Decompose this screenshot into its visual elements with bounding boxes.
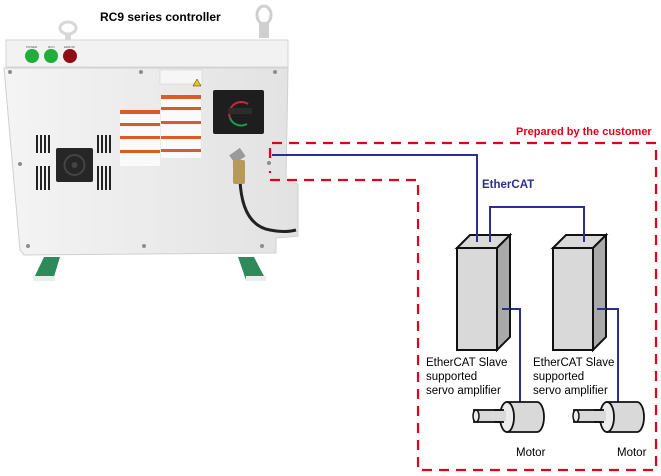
ethercat-line-amp1-to-amp2 [489,206,585,237]
vent-left [36,135,50,190]
warning-labels [120,69,203,166]
svg-text:ERROR: ERROR [64,45,76,49]
motor-1 [472,401,545,433]
controller-feet [33,257,266,281]
amp2-label-line1: EtherCAT Slave [533,357,614,369]
motor-2 [572,401,645,433]
svg-text:RUN: RUN [48,45,55,49]
rc9-controller: POWER RUN ERROR [3,4,299,281]
indicator-power: POWER [25,45,39,63]
ethercat-connector [229,147,297,233]
controller-title: RC9 series controller [100,10,221,24]
indicator-run: RUN [44,45,58,63]
screws [8,70,277,248]
vent-right [97,135,111,190]
amp1-label-line3: servo amplifier [426,385,501,397]
amp1-label-line2: supported [426,371,477,383]
amp2-label-line2: supported [533,371,584,383]
amp2-label-line3: servo amplifier [533,385,608,397]
eye-bolt-right [255,4,273,38]
ethercat-label: EtherCAT [482,179,534,191]
ethercat-ports [476,230,606,310]
eye-bolt-left [58,20,78,41]
main-switch [213,90,264,134]
fan-icon [56,148,93,182]
customer-zone-border [268,141,658,472]
motor2-label: Motor [617,447,647,459]
customer-zone-label: Prepared by the customer [516,126,652,138]
servo-amplifier-2 [550,232,609,353]
indicator-error: ERROR [63,45,77,63]
amp1-label-line1: EtherCAT Slave [426,357,507,369]
servo-amplifier-1 [454,232,513,353]
svg-text:POWER: POWER [26,45,38,49]
customer-zone: Prepared by the customer [268,126,658,472]
ethercat-line-controller-to-amp1 [272,154,478,237]
motor1-label: Motor [516,447,546,459]
